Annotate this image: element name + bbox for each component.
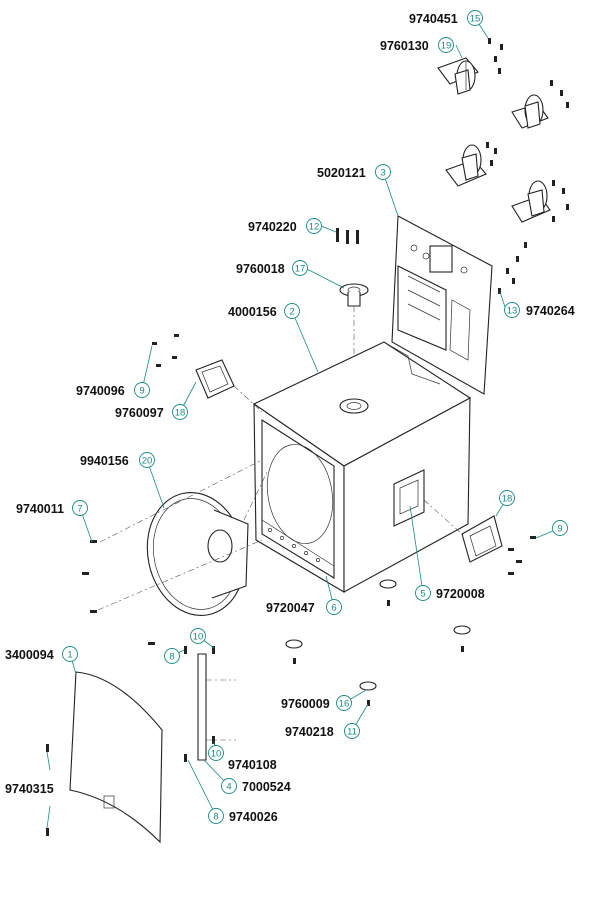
part-number-label: 9740011 <box>16 502 64 516</box>
callout-number: 7 <box>77 504 82 515</box>
callout-c10b: 10 9740108 <box>208 745 277 772</box>
caster-wheel-4 <box>511 180 551 223</box>
part-number-label: 9720008 <box>436 587 485 601</box>
part-number-label: 9740315 <box>5 782 54 796</box>
callout-number: 3 <box>380 168 385 179</box>
grille-bracket <box>184 646 236 762</box>
plate-screws <box>498 242 527 294</box>
callout-number: 16 <box>339 699 350 710</box>
callout-c5: 5 9720008 <box>415 585 485 601</box>
callout-c9b: 9 <box>552 520 568 536</box>
callout-number: 2 <box>289 307 294 318</box>
callout-c1: 1 3400094 <box>5 646 78 662</box>
callout-number: 18 <box>502 494 513 505</box>
part-number-label: 9740218 <box>285 725 334 739</box>
callout-number: 9 <box>557 524 562 535</box>
callout-number: 6 <box>331 603 336 614</box>
caster-wheel-3 <box>445 144 487 187</box>
callout-c16: 16 9760009 <box>281 695 352 711</box>
part-number-label: 9760097 <box>115 406 164 420</box>
callout-c4: 4 7000524 <box>221 778 291 794</box>
callout-number: 10 <box>211 749 222 760</box>
callout-c20: 20 9940156 <box>80 452 155 468</box>
callout-c315: 9740315 <box>5 782 54 796</box>
grille <box>69 671 163 844</box>
part-number-label: 4000156 <box>228 305 277 319</box>
callout-number: 13 <box>507 306 518 317</box>
pole-mount-cup <box>339 283 369 398</box>
part-number-label: 9740096 <box>76 384 125 398</box>
part-number-label: 9760018 <box>236 262 285 276</box>
callout-number: 10 <box>193 632 204 643</box>
callout-number: 4 <box>226 782 231 793</box>
part-number-label: 3400094 <box>5 648 54 662</box>
cabinet-feet <box>285 579 471 706</box>
right-handle-screws <box>508 536 536 575</box>
driver-axes <box>97 459 263 611</box>
callout-number: 11 <box>347 727 357 738</box>
part-number-label: 9740108 <box>228 758 277 772</box>
callout-number: 8 <box>169 652 174 663</box>
callout-c7: 7 9740011 <box>16 500 88 516</box>
callout-number: 9 <box>139 386 144 397</box>
callout-c2: 2 4000156 <box>228 303 300 319</box>
callout-c11: 11 9740218 <box>285 723 360 739</box>
part-number-label: 9740451 <box>409 12 458 26</box>
callout-c6: 6 9720047 <box>266 599 342 615</box>
part-number-label: 9740220 <box>248 220 297 234</box>
right-handle <box>423 499 503 563</box>
callout-c3: 3 5020121 <box>317 164 391 180</box>
part-number-label: 9760009 <box>281 697 330 711</box>
part-number-label: 9940156 <box>80 454 129 468</box>
left-handle-screws <box>152 334 179 367</box>
callout-c15: 15 9740451 <box>409 10 483 26</box>
pole-mount-screws <box>336 228 359 244</box>
part-number-label: 7000524 <box>242 780 291 794</box>
baffle-holes <box>268 528 320 562</box>
part-number-label: 9740026 <box>229 810 278 824</box>
callout-c17: 17 9760018 <box>236 260 308 276</box>
callout-number: 1 <box>67 650 72 661</box>
caster-wheel-1 <box>437 57 479 95</box>
callout-c9a: 9 9740096 <box>76 382 150 398</box>
callout-number: 17 <box>295 264 306 275</box>
callout-number: 12 <box>309 222 320 233</box>
callout-c8a: 8 <box>164 648 180 664</box>
callout-c18a: 18 9760097 <box>115 404 188 420</box>
part-number-label: 9720047 <box>266 601 315 615</box>
grille-screws <box>46 744 49 836</box>
caster-wheel-2 <box>511 94 549 129</box>
callout-c19: 19 9760130 <box>380 37 454 53</box>
callout-number: 19 <box>441 41 452 52</box>
amplifier-plate <box>391 215 493 395</box>
callout-number: 8 <box>213 812 218 823</box>
part-number-label: 9740264 <box>526 304 575 318</box>
part-number-label: 5020121 <box>317 166 366 180</box>
callout-number: 20 <box>142 456 153 467</box>
cabinet <box>252 341 472 593</box>
callout-number: 18 <box>175 408 186 419</box>
left-handle <box>195 359 263 413</box>
woofer <box>146 469 269 617</box>
callout-c18b: 18 <box>499 490 515 506</box>
callout-c12: 12 9740220 <box>248 218 322 234</box>
part-number-label: 9760130 <box>380 39 429 53</box>
woofer-screws <box>82 540 155 645</box>
callout-number: 15 <box>470 14 481 25</box>
callout-c13: 13 9740264 <box>504 302 575 318</box>
caster-screws <box>486 38 569 222</box>
callout-c10a: 10 <box>190 628 206 644</box>
callout-c8b: 8 9740026 <box>208 808 278 824</box>
callout-number: 5 <box>420 589 425 600</box>
